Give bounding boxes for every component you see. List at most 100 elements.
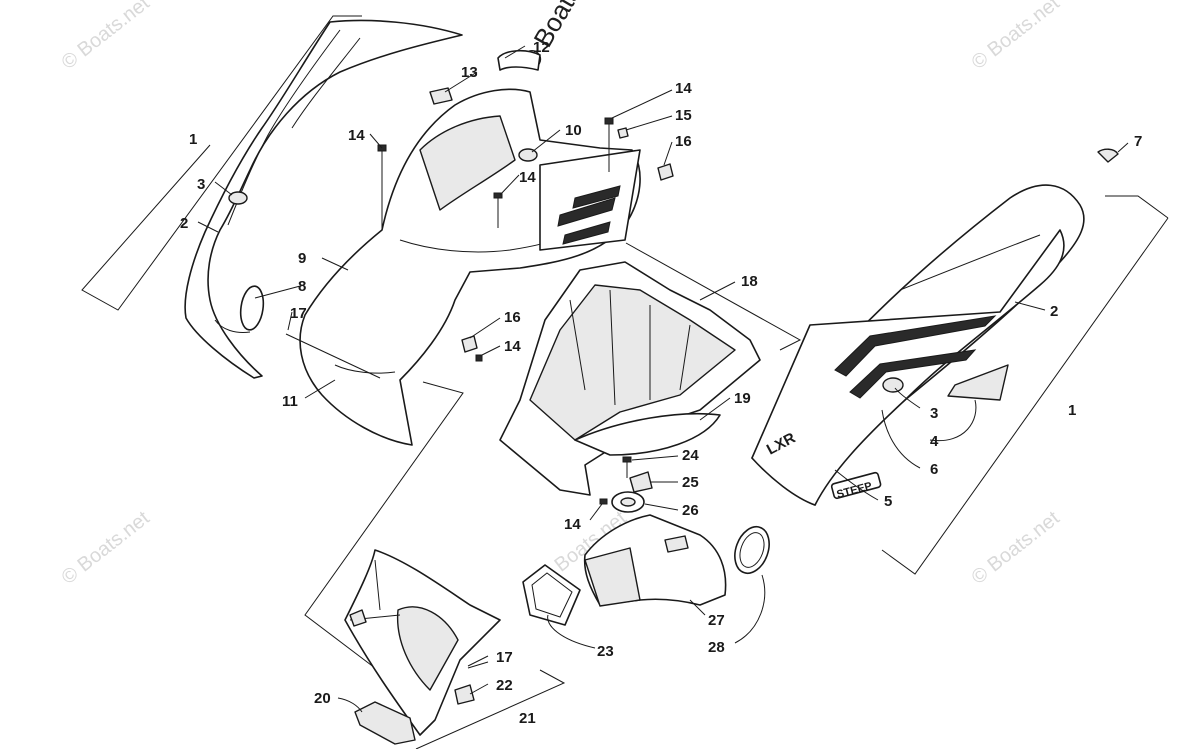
callout-14-lower: 14: [564, 516, 581, 533]
callout-14-top-right: 14: [675, 80, 692, 97]
callout-15: 15: [675, 107, 692, 124]
callout-28: 28: [708, 639, 725, 656]
upper-fasteners: [377, 117, 674, 230]
callout-13: 13: [461, 64, 478, 81]
decal-22: [454, 684, 475, 705]
clamp-28-inner: [739, 532, 765, 568]
oval-grommet-8: [239, 285, 265, 331]
leader-14-left: [369, 133, 383, 149]
bracket-right-side-panel-top: [1105, 195, 1169, 219]
hood-vent-slot-3: [572, 185, 621, 209]
nut-15: [617, 127, 629, 139]
callout-17-lower: 17: [496, 649, 513, 666]
leader-17-lower: [467, 655, 489, 667]
callout-14-center: 14: [519, 169, 536, 186]
callout-17-upper: 17: [290, 305, 307, 322]
hood-front-edge: [334, 364, 396, 374]
leader-15: [625, 115, 673, 131]
callout-10: 10: [565, 122, 582, 139]
screw-14-lower-head: [599, 498, 608, 505]
callout-labels: 1 3 2 9 8 17 11 14 13 12 10 14 14 15 16 …: [180, 39, 1142, 727]
air-box-inner-floor: [529, 284, 736, 441]
callout-25: 25: [682, 474, 699, 491]
air-box: [499, 261, 761, 496]
callout-6: 6: [930, 461, 938, 478]
callout-26: 26: [682, 502, 699, 519]
clip-13: [429, 87, 453, 105]
seal-23-inner: [531, 572, 573, 618]
air-box-lid-19: [574, 412, 721, 456]
right-side-panel-stripe-2: [849, 349, 977, 399]
screw-14-mid-head: [475, 354, 483, 362]
watermark-bottom-right: © Boats.net: [968, 507, 1064, 589]
hood-assembly: [299, 88, 641, 446]
callout-3-right: 3: [930, 405, 938, 422]
leader-4: [929, 399, 977, 442]
callout-24: 24: [682, 447, 699, 464]
leader-11: [304, 379, 336, 399]
bracket-right-side-panel: [881, 217, 1169, 575]
leader-14-top-right: [611, 89, 673, 119]
clamp-28: [734, 525, 770, 575]
clip-16-lower: [461, 335, 478, 353]
leader-3-right: [894, 387, 921, 409]
clip-16-upper: [657, 163, 674, 181]
leader-14-lower: [589, 503, 603, 521]
hood-vent-slot-1: [557, 197, 616, 227]
right-side-panel-stripe-1: [834, 315, 997, 377]
nose-cone: [344, 549, 501, 736]
leader-20: [337, 697, 363, 713]
bracket-nose-cone: [304, 381, 464, 669]
callout-1-left: 1: [189, 131, 197, 148]
leader-9: [321, 257, 349, 271]
grommet-26-hole: [620, 497, 636, 507]
callout-9: 9: [298, 250, 306, 267]
callout-11: 11: [282, 393, 298, 410]
callout-5: 5: [884, 493, 892, 510]
nose-cone-clip: [349, 609, 367, 627]
leader-13: [444, 71, 478, 93]
callout-7: 7: [1134, 133, 1142, 150]
leader-8: [254, 284, 305, 299]
right-side-panel-grommet-3: [882, 377, 904, 393]
intake-duct: [583, 514, 727, 607]
callout-21: 21: [519, 710, 536, 727]
bracket-left-side-panel: [81, 15, 362, 311]
leader-10: [531, 129, 561, 153]
decal-4: [947, 364, 1009, 401]
callout-1-right: 1: [1068, 402, 1076, 419]
watermark-bottom-left: © Boats.net: [58, 507, 154, 589]
callout-4: 4: [930, 433, 939, 450]
leader-lines: [197, 45, 1046, 713]
fastener-7: [1097, 148, 1119, 163]
leader-19: [699, 397, 731, 421]
screw-24-head: [622, 456, 632, 463]
callout-19: 19: [734, 390, 751, 407]
hood-inner-recess: [419, 115, 516, 211]
leader-22: [469, 683, 489, 695]
leader-23: [547, 614, 596, 649]
hood-vent-slot-2: [562, 221, 611, 245]
leader-12: [504, 45, 526, 59]
intake-duct-clip: [664, 535, 689, 553]
right-side-panel-upper-trim: [899, 234, 1041, 291]
watermark-top-right: © Boats.net: [968, 0, 1064, 74]
leader-2-right: [1014, 301, 1046, 311]
leader-24: [631, 455, 679, 461]
leader-16-upper: [663, 141, 673, 166]
leader-2-left: [197, 221, 219, 233]
bracket-lower-vent: [415, 669, 566, 749]
screw-17-upper: [285, 333, 381, 379]
leader-16-lower: [469, 317, 501, 339]
leader-14-center: [499, 174, 520, 196]
bracket-20: [354, 701, 416, 745]
callout-16-upper: 16: [675, 133, 692, 150]
leader-17-upper: [287, 311, 293, 331]
leader-18: [699, 281, 736, 301]
left-side-panel-shape: [184, 19, 463, 379]
callout-22: 22: [496, 677, 513, 694]
callout-16-lower: 16: [504, 309, 521, 326]
air-box-inner-ribs: [569, 289, 691, 406]
leader-14-mid: [479, 345, 501, 357]
